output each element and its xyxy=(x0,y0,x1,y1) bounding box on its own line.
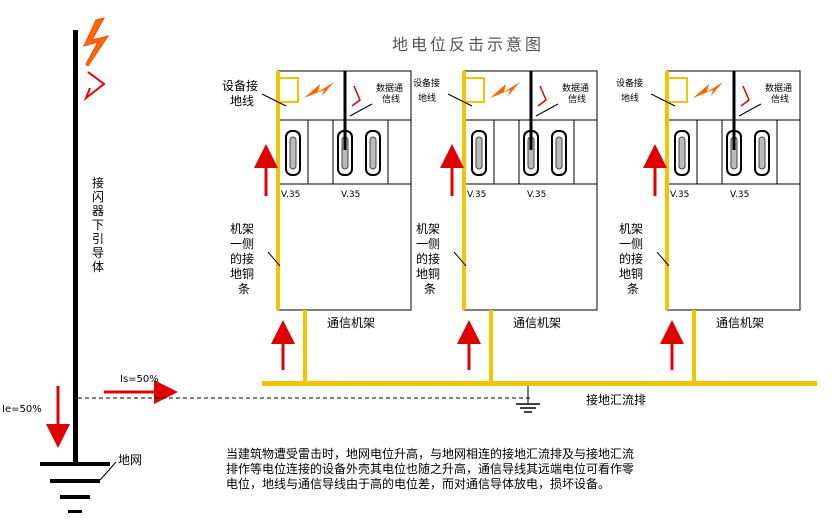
device-ground-label: 地线 xyxy=(621,94,640,104)
copper-strip-label: 条 xyxy=(238,282,251,296)
spark-hook-icon xyxy=(351,85,361,107)
copper-strip xyxy=(462,71,466,310)
v35-port-pin xyxy=(289,136,297,170)
leader-line xyxy=(453,251,467,267)
ground-busbar xyxy=(262,381,817,386)
ground-net-label: 地网 xyxy=(118,453,143,467)
v35-port-pin xyxy=(369,136,377,170)
data-line-label: 信线 xyxy=(771,95,790,105)
leader-line xyxy=(535,103,559,117)
copper-strip-label: 的接 xyxy=(619,252,644,266)
v35-port-pin xyxy=(475,136,483,170)
ground-net-leader xyxy=(99,461,117,481)
copper-strip-label: 一侧 xyxy=(230,237,255,251)
copper-strip-label: 一侧 xyxy=(619,237,644,251)
data-line-label: 数据通 xyxy=(562,84,590,94)
data-line-label: 数据通 xyxy=(376,84,404,94)
port-label: V.35 xyxy=(730,190,750,200)
leader-line xyxy=(349,103,373,117)
port-label: V.35 xyxy=(467,190,487,200)
device-ground-label: 设备接 xyxy=(616,79,644,89)
busbar-connector xyxy=(692,310,696,383)
port-label: V.35 xyxy=(527,190,547,200)
copper-strip-label: 条 xyxy=(424,282,437,296)
ground-symbol-main xyxy=(40,462,110,513)
copper-strip-label: 的接 xyxy=(416,252,441,266)
copper-strip-label: 的接 xyxy=(230,252,255,266)
device-ground-wire xyxy=(465,77,485,103)
description-text: 当建筑物遭受雷击时，地网电位升高，与地网相连的接地汇流排及与接地汇流排作等电位连… xyxy=(226,447,635,491)
busbar-connector xyxy=(489,310,493,383)
down-conductor xyxy=(73,30,78,462)
leader-line xyxy=(447,93,473,107)
copper-strip-label: 机架 xyxy=(416,222,441,236)
device-ground-wire xyxy=(279,77,299,103)
data-line-label: 信线 xyxy=(568,95,587,105)
rack-label: 通信机架 xyxy=(327,316,376,330)
leader-line xyxy=(261,93,287,107)
device-ground-label: 设备接 xyxy=(222,79,259,93)
copper-strip-label: 地铜 xyxy=(230,267,255,281)
leader-line xyxy=(738,103,762,117)
port-label: V.35 xyxy=(341,190,361,200)
busbar-connector xyxy=(303,310,307,383)
v35-port-pin xyxy=(758,136,766,170)
leader-line xyxy=(267,251,281,267)
copper-strip-label: 条 xyxy=(627,282,640,296)
lightning-bolt-icon xyxy=(83,17,110,102)
spark-icon xyxy=(490,82,520,98)
v35-port-pin xyxy=(555,136,563,170)
device-ground-label: 地线 xyxy=(418,94,437,104)
copper-strip xyxy=(665,71,669,310)
rack-label: 通信机架 xyxy=(716,316,765,330)
data-line-label: 数据通 xyxy=(765,84,793,94)
spark-icon xyxy=(304,82,334,98)
is-label: Is=50% xyxy=(120,374,159,385)
copper-strip-label: 地铜 xyxy=(416,267,441,281)
busbar-label: 接地汇流排 xyxy=(586,393,647,407)
leader-line xyxy=(650,93,676,107)
copper-strip-label: 地铜 xyxy=(619,267,644,281)
copper-strip-label: 机架 xyxy=(619,222,644,236)
leader-line xyxy=(656,251,670,267)
v35-port-pin xyxy=(678,136,686,170)
port-label: V.35 xyxy=(281,190,301,200)
spark-hook-icon xyxy=(537,85,547,107)
port-label: V.35 xyxy=(670,190,690,200)
rack-label: 通信机架 xyxy=(513,316,562,330)
diagram-title: 地电位反击示意图 xyxy=(392,35,545,54)
copper-strip-label: 一侧 xyxy=(416,237,441,251)
copper-strip-label: 机架 xyxy=(230,222,255,236)
copper-strip xyxy=(276,71,280,310)
conductor-label: 接闪器下引导体 xyxy=(92,176,105,274)
spark-hook-icon xyxy=(740,85,750,107)
ie-label: Ie=50% xyxy=(2,404,42,415)
device-ground-label: 设备接 xyxy=(413,79,441,89)
cabinets-layer xyxy=(254,70,801,383)
ground-symbol-busbar xyxy=(516,386,540,413)
device-ground-wire xyxy=(668,77,688,103)
data-line-label: 信线 xyxy=(382,95,401,105)
device-ground-label: 地线 xyxy=(230,94,255,108)
spark-icon xyxy=(693,82,723,98)
